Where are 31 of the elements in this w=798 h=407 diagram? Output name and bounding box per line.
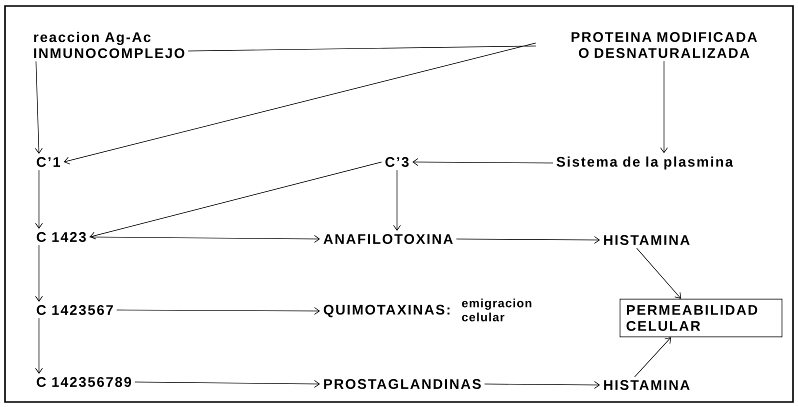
result-box: PERMEABILIDAD CELULAR (620, 298, 782, 338)
node-label: C’3 (385, 157, 409, 167)
node-label: C 1423 (36, 232, 86, 242)
arrow (412, 158, 554, 166)
arrow (393, 170, 401, 231)
arrow (34, 60, 43, 154)
arrow (35, 244, 43, 302)
arrow (634, 337, 672, 378)
node-label: ANAFILOTOXINA (324, 234, 453, 244)
node-label: reaccion Ag-Ac INMUNOCOMPLEJO (34, 32, 184, 58)
node-label: Sistema de la plasmina (556, 156, 734, 170)
node-label: QUIMOTAXINAS: (324, 304, 450, 318)
arrow (90, 162, 382, 240)
node-label: C 142356789 (36, 377, 132, 387)
node-label: C’1 (36, 157, 60, 167)
side-note: emigracion celular (462, 298, 532, 322)
arrow (35, 170, 43, 229)
arrow (64, 42, 536, 164)
arrow (35, 318, 43, 374)
arrow (484, 381, 600, 389)
arrow (89, 235, 320, 243)
arrow (660, 60, 668, 154)
node-label: PROTEINA MODIFICADA O DESNATURALIZADA (572, 32, 757, 58)
node-label: HISTAMINA (604, 235, 690, 245)
arrow (116, 307, 320, 315)
arrow (134, 380, 320, 388)
arrow (456, 236, 600, 244)
arrow (636, 248, 682, 299)
node-label: PROSTAGLANDINAS (324, 379, 481, 389)
node-label: HISTAMINA (604, 380, 690, 390)
node-label: C 1423567 (36, 305, 113, 315)
